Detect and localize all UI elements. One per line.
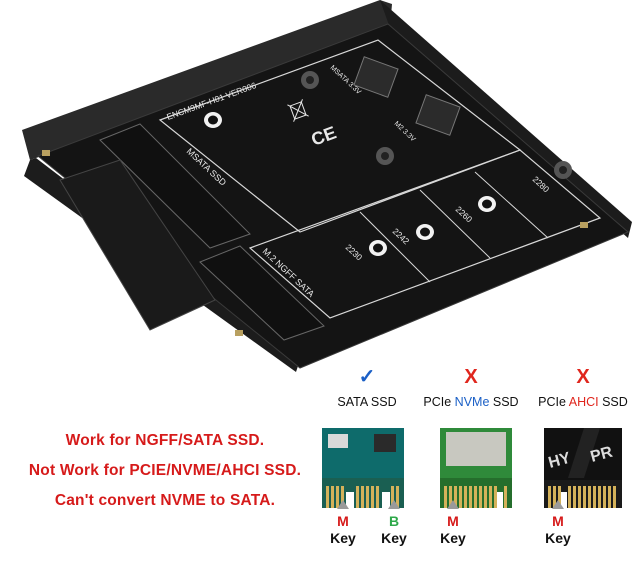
x-icon: X (576, 366, 590, 388)
sata-plug (59, 159, 216, 331)
panel-title-sata: SATA SSD (337, 395, 397, 409)
key-label: Key (381, 530, 407, 546)
key-label: Key (545, 530, 571, 546)
panel-title-nvme: PCIe NVMe SSD (423, 395, 519, 409)
nvme-ssd-connector-image (440, 428, 512, 508)
panel-sata-ssd: ✓ SATA SSD (312, 365, 422, 409)
check-icon: ✓ (358, 366, 376, 388)
sata-ssd-connector-image (322, 428, 404, 508)
panel-title-ahci: PCIe AHCI SSD (538, 395, 628, 409)
m2-area-outline (248, 149, 602, 319)
m2-connector (199, 245, 325, 341)
svg-text:HY: HY (547, 450, 573, 472)
msata-connector (99, 123, 251, 249)
key-arrow-2 (388, 500, 400, 509)
key-letter-m: M (552, 513, 564, 529)
svg-text:PR: PR (589, 444, 615, 466)
adapter-product-photo: ENCM9MF-H01 VER006 MSATA SSD M.2 NGFF SA… (22, 0, 632, 372)
metal-bracket (22, 0, 392, 160)
key-letter-m: M (447, 513, 459, 529)
panel-pcie-nvme: X PCIe NVMe SSD (416, 365, 526, 409)
weee-bin-icon (287, 99, 309, 122)
ahci-ssd-connector-image: HY PR (544, 428, 622, 508)
note-cannot-convert: Can't convert NVME to SATA. (54, 492, 276, 509)
panel-pcie-ahci: X PCIe AHCI SSD (528, 365, 638, 409)
x-icon: X (464, 366, 478, 388)
key-letter-b: B (388, 513, 400, 529)
key-label: Key (440, 530, 466, 546)
key-label: Key (330, 530, 356, 546)
note-works: Work for NGFF/SATA SSD. (65, 432, 265, 449)
key-letter-m: M (337, 513, 349, 529)
metal-bracket-side (380, 0, 632, 238)
key-arrow-3 (447, 500, 459, 509)
note-not-works: Not Work for PCIE/NVME/AHCI SSD. (28, 462, 302, 479)
key-arrow-1 (337, 500, 349, 509)
key-arrow-4 (552, 500, 564, 509)
